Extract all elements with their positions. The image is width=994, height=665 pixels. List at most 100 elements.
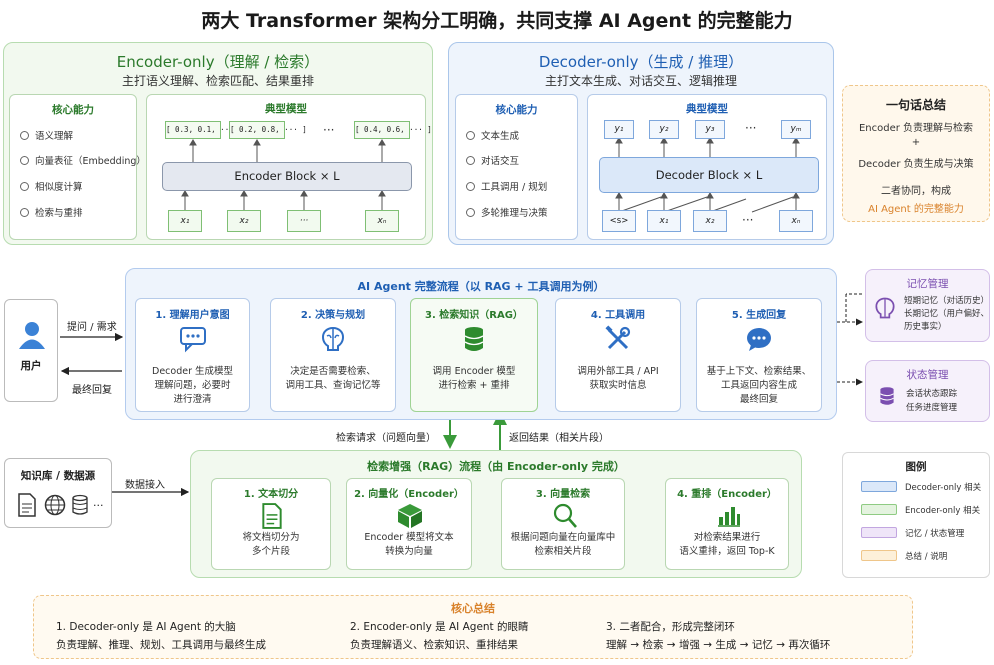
- rag-step: 1. 文本切分 将文档切分为多个片段: [211, 478, 331, 570]
- decoder-block: Decoder Block × L: [599, 157, 819, 193]
- rag-step: 4. 重排（Encoder） 对检索结果进行语义重排，返回 Top-K: [665, 478, 789, 570]
- encoder-title: Encoder-only（理解 / 检索）: [116, 53, 320, 71]
- encoder-model-box: 典型模型 [ 0.3, 0.1, ··· ] [ 0.2, 0.8, ··· ]…: [146, 94, 432, 240]
- encoder-models-title: 典型模型: [265, 103, 307, 115]
- database-icon: [464, 327, 484, 351]
- reply-label: 最终回复: [72, 385, 112, 396]
- check-icon: [20, 208, 29, 217]
- rag-step-title: 2. 向量化（Encoder）: [354, 489, 464, 500]
- database-icon: [880, 387, 894, 405]
- check-icon: [466, 131, 475, 140]
- legend-swatch: [861, 504, 897, 515]
- rag-panel: 检索增强（RAG）流程（由 Encoder-only 完成） 1. 文本切分 将…: [190, 450, 802, 578]
- rag-step-text: 对检索结果进行语义重排，返回 Top-K: [679, 532, 775, 557]
- encoder-ability: 向量表征（Embedding）: [20, 153, 146, 167]
- brain-icon: [321, 326, 345, 351]
- ingest-label: 数据接入: [125, 480, 165, 491]
- decoder-ability: 对话交互: [466, 153, 519, 167]
- flow-step-text: 调用 Encoder 模型进行检索 + 重排: [432, 366, 516, 391]
- flow-step-title: 5. 生成回复: [731, 310, 787, 321]
- summary-plus: +: [911, 137, 921, 148]
- core-summary: 核心总结 1. Decoder-only 是 AI Agent 的大脑负责理解、…: [33, 595, 913, 659]
- check-icon: [466, 208, 475, 217]
- input-token: <s>: [602, 210, 636, 232]
- input-token: x₁: [647, 210, 681, 232]
- decoder-ability: 工具调用 / 规划: [466, 179, 547, 193]
- check-icon: [20, 131, 29, 140]
- decoder-models-title: 典型模型: [686, 103, 728, 115]
- input-token: xₙ: [779, 210, 813, 232]
- state-text: 会话状态跟踪任务进度管理: [906, 389, 958, 413]
- legend-label: 记忆 / 状态管理: [905, 529, 965, 539]
- chat-icon: [179, 327, 206, 353]
- legend-title: 图例: [905, 461, 927, 473]
- encoder-ability: 相似度计算: [20, 179, 83, 193]
- decoder-title: Decoder-only（生成 / 推理）: [538, 53, 744, 71]
- retrieve-result-label: 返回结果（相关片段）: [509, 433, 609, 444]
- ellipsis: ···: [745, 121, 757, 135]
- decoder-ability: 文本生成: [466, 128, 519, 142]
- input-token: x₁: [168, 210, 202, 232]
- output-token: y₁: [604, 120, 634, 139]
- rag-step-text: 将文档切分为多个片段: [242, 532, 300, 557]
- rag-title: 检索增强（RAG）流程（由 Encoder-only 完成）: [367, 460, 625, 473]
- ellipsis: ···: [323, 123, 335, 137]
- core-point: 2. Encoder-only 是 AI Agent 的眼睛负责理解语义、检索知…: [350, 621, 529, 651]
- embedding-vector: [ 0.3, 0.1, ··· ]: [165, 121, 243, 139]
- ask-label: 提问 / 需求: [67, 322, 117, 333]
- agent-flow-panel: AI Agent 完整流程（以 RAG + 工具调用为例） 1. 理解用户意图 …: [125, 268, 837, 420]
- summary-title: 一句话总结: [885, 98, 946, 112]
- user-icon: [19, 322, 45, 349]
- check-icon: [20, 182, 29, 191]
- decoder-abilities-title: 核心能力: [495, 104, 538, 116]
- memory-panel: 记忆管理 短期记忆（对话历史）长期记忆（用户偏好、历史事实）: [865, 269, 990, 342]
- rag-step-title: 4. 重排（Encoder）: [677, 489, 777, 500]
- flow-step: 1. 理解用户意图 Decoder 生成模型理解问题，必要时进行澄清: [135, 298, 250, 412]
- user-label: 用户: [20, 360, 42, 372]
- legend-swatch: [861, 550, 897, 561]
- summary-line: Decoder 负责生成与决策: [858, 159, 974, 170]
- memory-title: 记忆管理: [906, 278, 949, 290]
- encoder-panel: Encoder-only（理解 / 检索） 主打语义理解、检索匹配、结果重排 核…: [3, 42, 433, 245]
- message-icon: [747, 328, 771, 351]
- decoder-arrows: [615, 137, 800, 213]
- search-icon: [553, 503, 577, 528]
- flow-step-title: 2. 决策与规划: [300, 310, 366, 321]
- rag-step-text: Encoder 模型将文本转换为向量: [364, 532, 454, 557]
- check-icon: [20, 156, 29, 165]
- summary-highlight: AI Agent 的完整能力: [868, 204, 964, 215]
- flow-step-title: 3. 检索知识（RAG）: [425, 310, 523, 321]
- rag-step-title: 1. 文本切分: [243, 489, 299, 500]
- rag-step: 3. 向量检索 根据问题向量在向量库中检索相关片段: [501, 478, 625, 570]
- flow-title: AI Agent 完整流程（以 RAG + 工具调用为例）: [357, 280, 605, 293]
- bar-chart-icon: [718, 507, 740, 527]
- page-title: 两大 Transformer 架构分工明确，共同支撑 AI Agent 的完整能…: [201, 10, 793, 32]
- flow-step: 2. 决策与规划 决定是否需要检索、调用工具、查询记忆等: [270, 298, 396, 412]
- rag-step: 2. 向量化（Encoder） Encoder 模型将文本转换为向量: [346, 478, 472, 570]
- retrieve-request-label: 检索请求（问题向量）: [336, 433, 436, 444]
- decoder-ability: 多轮推理与决策: [466, 205, 548, 219]
- legend-label: 总结 / 说明: [905, 552, 948, 562]
- decoder-panel: Decoder-only（生成 / 推理） 主打文本生成、对话交互、逻辑推理 核…: [448, 42, 834, 245]
- document-icon: [262, 503, 282, 529]
- database-icon: [72, 494, 88, 515]
- decoder-abilities: 核心能力 文本生成 对话交互 工具调用 / 规划 多轮推理与决策: [455, 94, 578, 240]
- output-token: yₘ: [781, 120, 811, 139]
- flow-step-title: 4. 工具调用: [590, 310, 646, 321]
- check-icon: [466, 156, 475, 165]
- encoder-abilities: 核心能力 语义理解 向量表征（Embedding） 相似度计算 检索与重排: [9, 94, 146, 240]
- kb-label: 知识库 / 数据源: [20, 470, 96, 482]
- encoder-subtitle: 主打语义理解、检索匹配、结果重排: [121, 74, 314, 88]
- flow-step: 3. 检索知识（RAG） 调用 Encoder 模型进行检索 + 重排: [410, 298, 538, 412]
- flow-step-text: 基于上下文、检索结果、工具返回内容生成最终回复: [706, 366, 812, 405]
- legend-label: Decoder-only 相关: [905, 483, 982, 493]
- memory-text: 短期记忆（对话历史）长期记忆（用户偏好、历史事实）: [904, 296, 990, 332]
- ellipsis: ···: [742, 213, 754, 227]
- knowledge-base-box: 知识库 / 数据源 ···: [4, 458, 112, 528]
- flow-step-text: 决定是否需要检索、调用工具、查询记忆等: [285, 366, 381, 391]
- state-panel: 状态管理 会话状态跟踪任务进度管理: [865, 360, 990, 422]
- input-token: ···: [287, 210, 321, 232]
- encoder-arrows: [181, 139, 386, 210]
